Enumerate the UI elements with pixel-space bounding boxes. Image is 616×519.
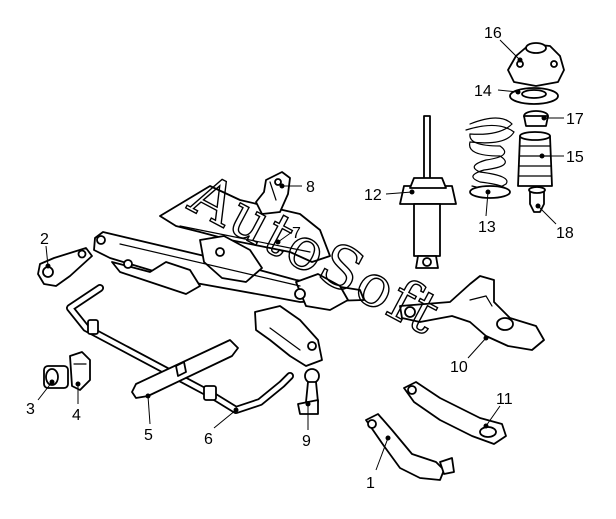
control-arm <box>399 275 545 351</box>
callout-18: 18 <box>556 225 574 242</box>
dust-boot <box>517 131 553 187</box>
callout-2: 2 <box>40 231 49 248</box>
callout-13: 13 <box>478 219 496 236</box>
stabilizer-link <box>297 368 320 415</box>
callout-9: 9 <box>302 433 311 450</box>
callout-10: 10 <box>450 359 468 376</box>
trailing-link <box>365 413 455 481</box>
stabilizer-bracket <box>131 339 239 399</box>
callout-1: 1 <box>366 475 375 492</box>
callout-15: 15 <box>566 149 584 166</box>
clamp-4 <box>69 351 91 391</box>
callout-4: 4 <box>72 407 81 424</box>
bracket-part <box>255 171 291 215</box>
callout-6: 6 <box>204 431 213 448</box>
callout-8: 8 <box>306 179 315 196</box>
callout-11: 11 <box>496 391 513 408</box>
lower-arm-11 <box>403 381 507 445</box>
stabilizer-bar <box>66 284 294 414</box>
top-mount <box>507 42 565 87</box>
bushing-3 <box>43 365 69 389</box>
callout-14: 14 <box>474 83 492 100</box>
leader-lines <box>37 39 564 471</box>
callout-7: 7 <box>292 225 301 242</box>
callout-17: 17 <box>566 111 584 128</box>
bracket-2 <box>37 247 93 287</box>
bearing <box>509 87 559 105</box>
callout-3: 3 <box>26 401 35 418</box>
callout-5: 5 <box>144 427 153 444</box>
coil-spring <box>465 117 515 199</box>
subframe <box>93 185 365 367</box>
callout-16: 16 <box>484 25 502 42</box>
callout-labels: 1 2 3 4 5 6 7 8 9 10 11 12 13 14 15 16 1… <box>26 25 584 492</box>
bump-stop <box>528 186 546 213</box>
callout-12: 12 <box>364 187 382 204</box>
